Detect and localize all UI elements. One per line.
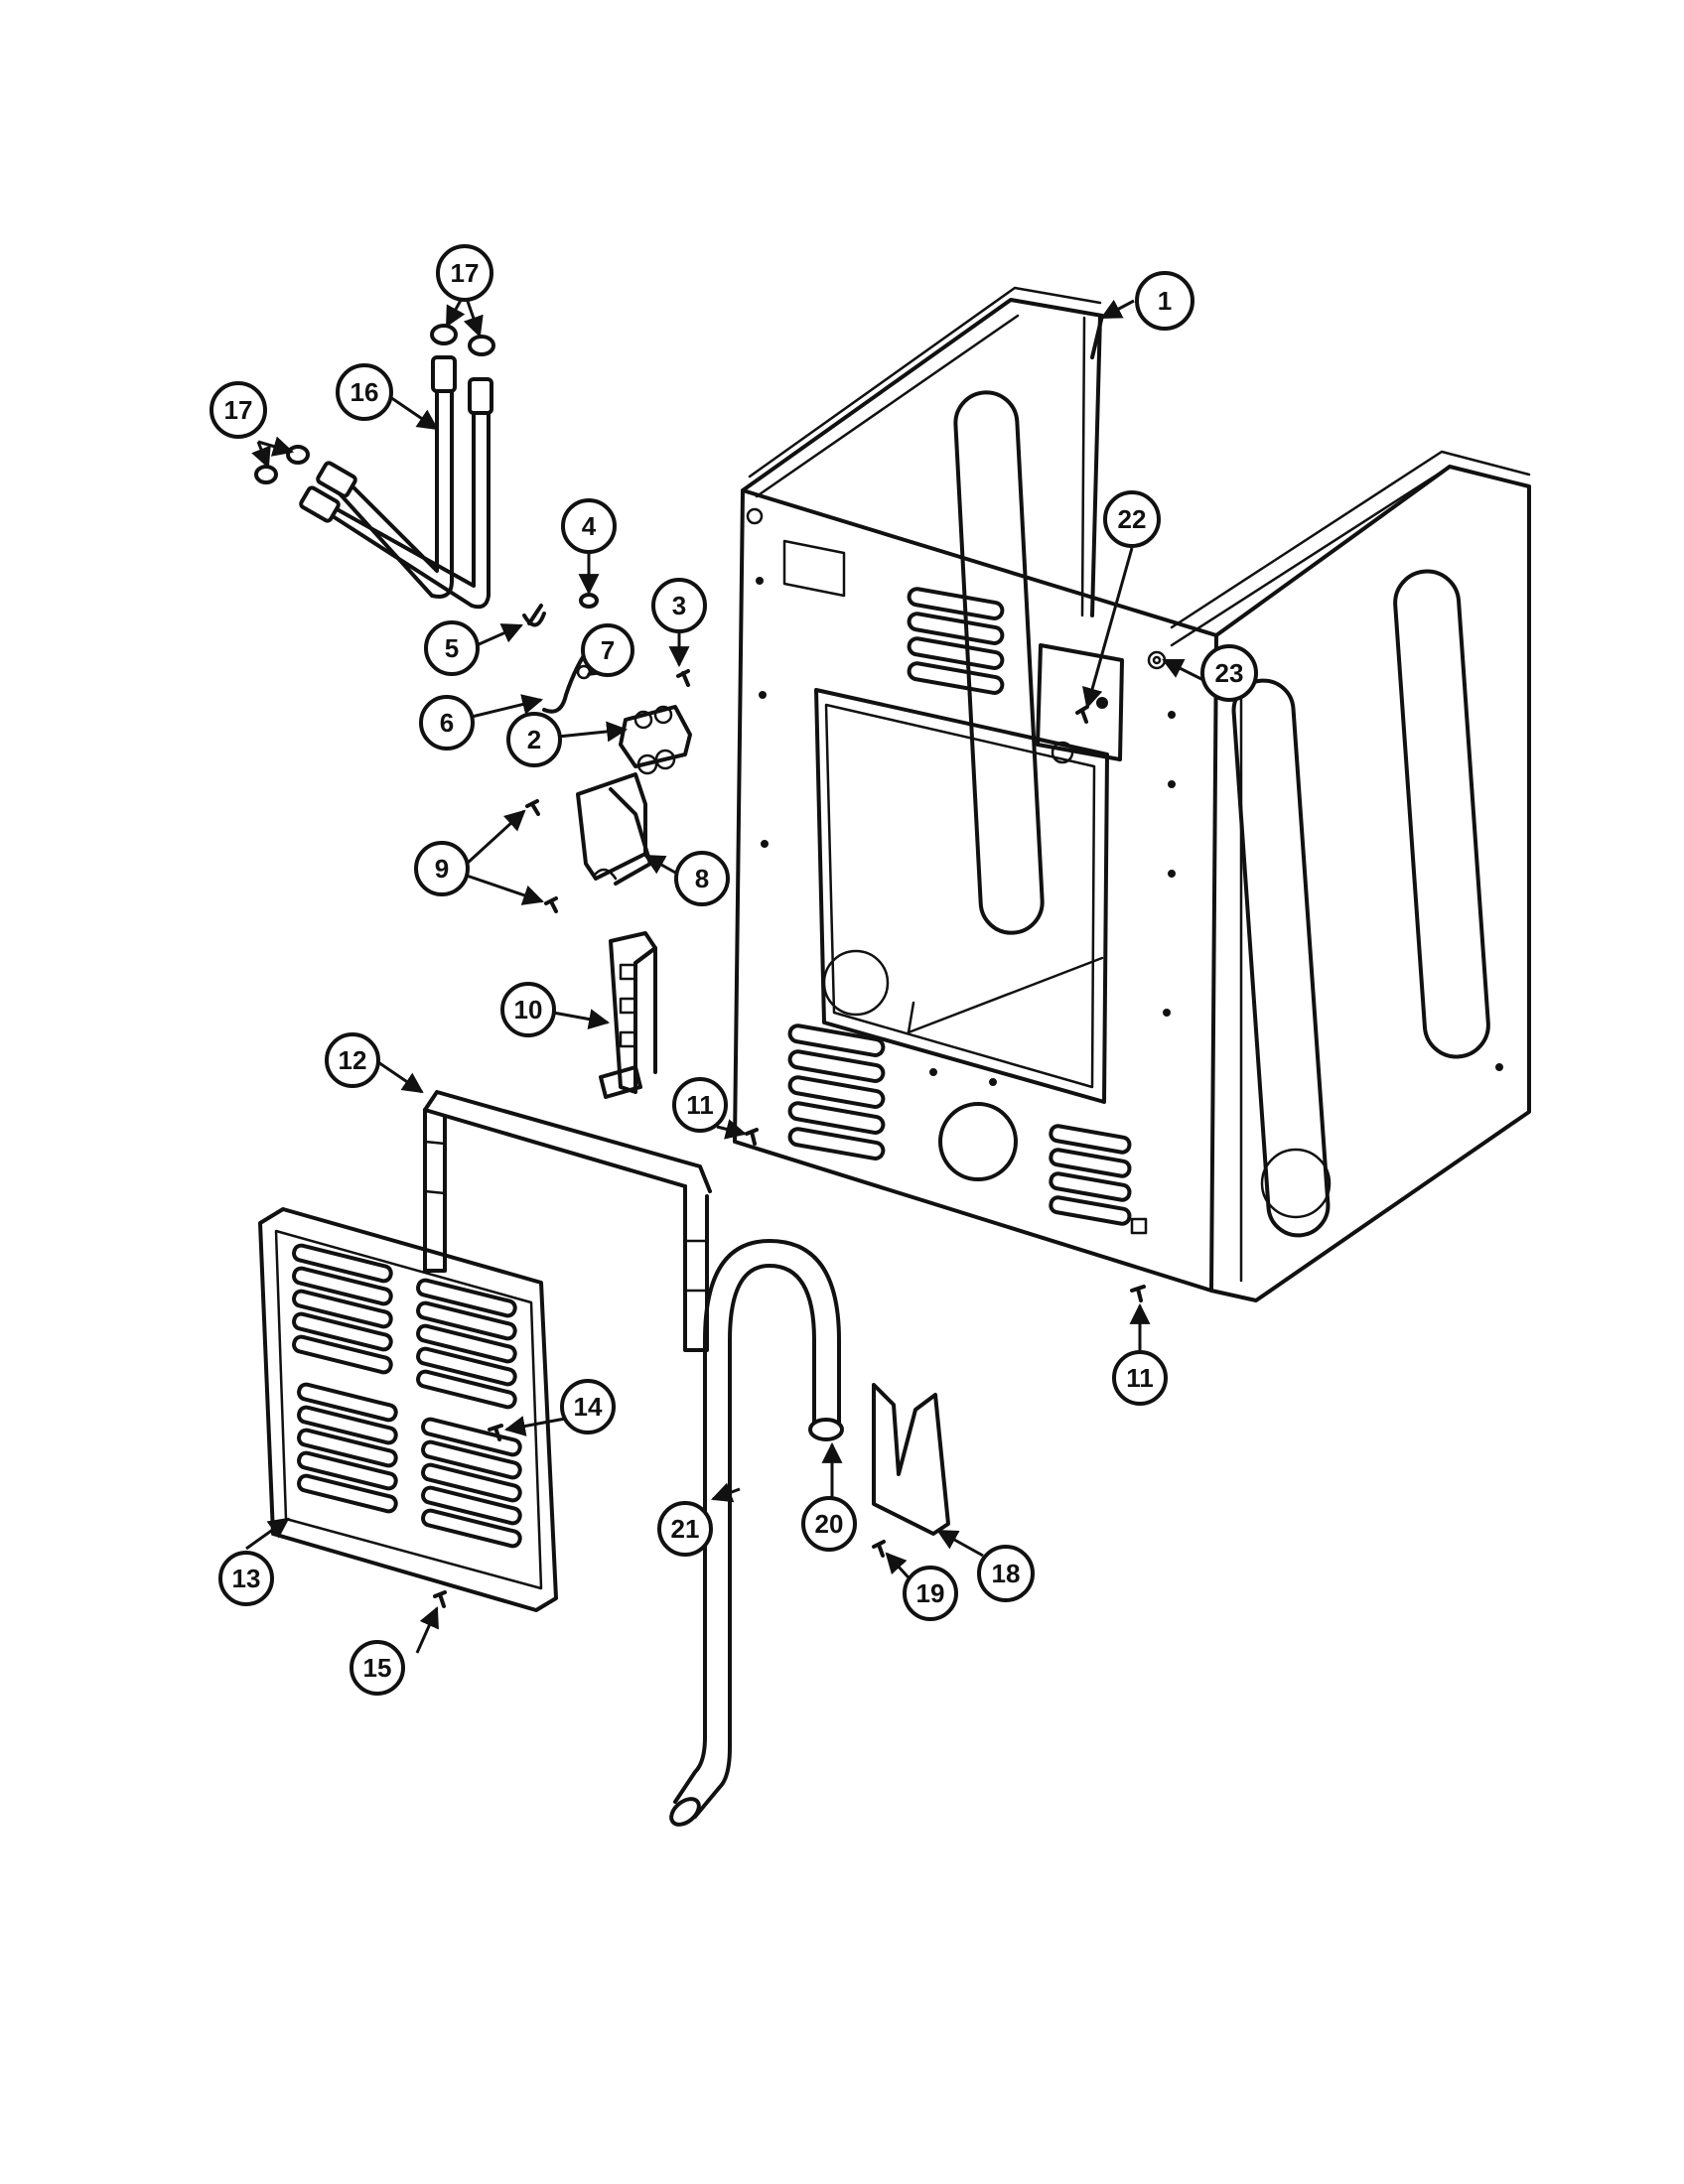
cabinet — [733, 286, 1531, 1302]
callout-label: 17 — [224, 395, 253, 425]
callout-13: 13 — [218, 1551, 274, 1606]
screw-11a — [745, 1128, 759, 1146]
callout-label: 9 — [435, 854, 449, 884]
callout-label: 1 — [1158, 286, 1172, 316]
drain-hose — [669, 1239, 841, 1827]
callout-label: 20 — [815, 1509, 844, 1539]
o-ring-4 — [579, 593, 599, 609]
callout-11a: 11 — [672, 1077, 728, 1133]
screw-15 — [433, 1590, 447, 1608]
callout-label: 22 — [1118, 504, 1147, 534]
screw-14 — [488, 1424, 503, 1441]
panel-vents-left — [292, 1243, 398, 1514]
callout-18: 18 — [977, 1545, 1035, 1602]
callout-23: 23 — [1200, 644, 1258, 702]
panel-vents-right — [416, 1278, 522, 1549]
callout-label: 12 — [339, 1045, 367, 1075]
callout-9: 9 — [414, 841, 470, 896]
inlet-hoses — [254, 324, 495, 610]
callout-1: 1 — [1135, 271, 1194, 331]
callout-label: 11 — [686, 1090, 714, 1120]
callout-21: 21 — [657, 1501, 713, 1557]
clamp-5 — [522, 604, 546, 627]
valve-bracket — [576, 772, 652, 886]
callout-6: 6 — [419, 695, 475, 751]
callout-20: 20 — [801, 1496, 857, 1552]
screw-19 — [872, 1540, 886, 1558]
callout-11b: 11 — [1112, 1350, 1168, 1406]
callout-label: 15 — [363, 1653, 392, 1683]
callout-label: 6 — [440, 708, 454, 738]
screw-9b — [544, 896, 558, 913]
screw-22 — [1075, 705, 1089, 724]
callout-label: 2 — [527, 725, 541, 754]
water-valve — [619, 705, 692, 775]
callout-label: 5 — [445, 633, 459, 663]
callout-label: 14 — [574, 1392, 603, 1422]
screw-9a — [525, 799, 540, 816]
callout-22: 22 — [1103, 490, 1161, 548]
lower-right-vents — [1049, 1124, 1132, 1226]
callout-7: 7 — [581, 623, 634, 677]
callout-label: 17 — [451, 258, 480, 288]
callout-4: 4 — [561, 498, 617, 554]
callout-3: 3 — [651, 578, 707, 633]
callout-16: 16 — [336, 363, 393, 421]
callout-5: 5 — [424, 620, 480, 676]
front-panel — [258, 1207, 558, 1612]
callout-12: 12 — [325, 1032, 380, 1088]
lower-left-vents — [787, 1024, 886, 1160]
callout-label: 3 — [672, 591, 686, 620]
callout-label: 7 — [601, 635, 615, 665]
screw-11b — [1130, 1285, 1146, 1302]
callout-19: 19 — [903, 1566, 958, 1621]
callout-17a: 17 — [436, 244, 493, 302]
callout-label: 16 — [351, 377, 379, 407]
callout-14: 14 — [560, 1379, 616, 1434]
hose-bracket-18 — [872, 1383, 950, 1536]
callout-label: 19 — [916, 1578, 945, 1608]
callout-17b: 17 — [210, 381, 267, 439]
callout-label: 13 — [232, 1564, 261, 1593]
callout-label: 23 — [1215, 658, 1244, 688]
callout-label: 18 — [992, 1559, 1021, 1588]
callout-label: 11 — [1126, 1363, 1154, 1393]
callout-10: 10 — [500, 982, 556, 1037]
callout-label: 8 — [695, 864, 709, 893]
callout-label: 21 — [671, 1514, 700, 1544]
hose-clamp-20 — [808, 1418, 844, 1441]
callout-2: 2 — [506, 712, 562, 767]
bracket-10 — [599, 931, 657, 1099]
callout-label: 4 — [582, 511, 597, 541]
callout-15: 15 — [350, 1640, 405, 1696]
screw-3 — [676, 669, 690, 687]
callout-8: 8 — [674, 851, 730, 906]
upper-vents — [907, 587, 1005, 695]
base-frame — [423, 1090, 712, 1352]
callout-label: 10 — [514, 995, 543, 1024]
